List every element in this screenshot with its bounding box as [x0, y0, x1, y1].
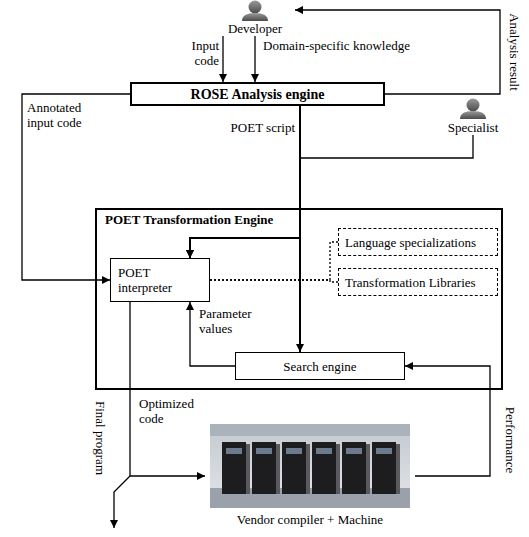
- connector: [405, 366, 490, 476]
- person-head: [249, 1, 262, 14]
- edge-label: Performance: [503, 406, 518, 474]
- machine-caption: Vendor compiler + Machine: [205, 512, 415, 527]
- person-head: [467, 99, 480, 112]
- rack-side: [336, 444, 340, 494]
- person-icon: [242, 1, 268, 22]
- person-name: Developer: [215, 21, 295, 36]
- process-box: ROSE Analysis engine: [130, 82, 385, 106]
- rack-panel: [376, 448, 392, 454]
- rack-panel: [256, 448, 272, 454]
- box-title: POET Transformation Engine: [105, 212, 493, 227]
- edge-label: Domain-specific knowledge: [262, 38, 411, 53]
- rack-side: [276, 444, 280, 494]
- connector: [190, 106, 300, 258]
- person-icon: [460, 99, 486, 120]
- person-node: Specialist: [438, 98, 508, 135]
- library-box: Language specializations: [338, 228, 498, 256]
- rack-side: [306, 444, 310, 494]
- box-title: ROSE Analysis engine: [140, 87, 375, 102]
- library-box: Transformation Libraries: [338, 268, 498, 296]
- edge-label: Optimized code: [138, 396, 204, 426]
- rack-cabinet: [342, 442, 366, 494]
- rack-side: [396, 444, 400, 494]
- rack-panel: [346, 448, 362, 454]
- edge-label: POET script: [194, 120, 296, 135]
- connector: [254, 36, 255, 82]
- engine-box: POET Transformation EnginePOET interpret…: [95, 208, 503, 390]
- annotation-label: Final program: [93, 400, 108, 476]
- machine-node: Vendor compiler + Machine: [205, 424, 415, 527]
- rack-cabinet: [312, 442, 336, 494]
- rack-side: [366, 444, 370, 494]
- person-node: Developer: [215, 0, 295, 36]
- box-label: POET interpreter: [118, 265, 202, 295]
- box-label: Search engine: [242, 359, 398, 374]
- edge-label: Parameter values: [198, 306, 270, 336]
- machine-room: [210, 424, 410, 508]
- rack-side: [246, 444, 250, 494]
- connector: [210, 242, 338, 280]
- connector: [210, 280, 338, 282]
- machine-photo: [210, 424, 410, 508]
- rack-cabinet: [282, 442, 306, 494]
- person-body: [242, 13, 268, 21]
- rack-cabinet: [372, 442, 396, 494]
- rack-cabinet: [252, 442, 276, 494]
- rack-panel: [286, 448, 302, 454]
- rack-panel: [316, 448, 332, 454]
- person-name: Specialist: [438, 120, 508, 135]
- machine-ceiling: [210, 424, 410, 436]
- output-arrow: [114, 476, 130, 528]
- box-label: Language specializations: [345, 235, 491, 250]
- person-body: [460, 111, 486, 119]
- connector: [222, 36, 223, 82]
- edge-label: Annotated input code: [26, 100, 108, 130]
- edge-label: Analysis result: [507, 12, 522, 92]
- rack-panel: [226, 448, 242, 454]
- rack-cabinet: [222, 442, 246, 494]
- box-label: Transformation Libraries: [345, 275, 491, 290]
- process-box: Search engine: [235, 352, 405, 380]
- edge-label: Input code: [176, 38, 220, 68]
- process-box: POET interpreter: [110, 258, 210, 302]
- connector: [22, 94, 130, 280]
